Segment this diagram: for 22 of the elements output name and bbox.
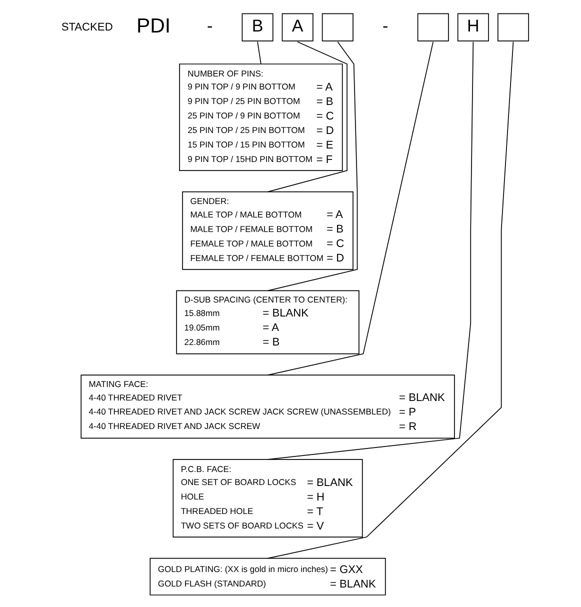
- node-box: GOLD PLATING: (XX is gold in micro inches) = GXX GOLD FLASH (STANDARD) = BLANK: [149, 558, 386, 596]
- node-box: H: [456, 13, 488, 42]
- connector: [266, 41, 474, 460]
- node-box: GENDER: MALE TOP / MALE BOTTOM = A MALE TOP / FEMALE BOTTOM = B FEMALE TOP / MALE BOTTOM = C FEMALE TOP / FEMALE BOTTOM = D: [182, 191, 353, 270]
- node-box: [496, 13, 529, 42]
- connector: [266, 41, 358, 292]
- label: -: [382, 16, 388, 36]
- node-box: [416, 13, 448, 42]
- node-box: B: [241, 13, 273, 42]
- label: STACKED: [60, 21, 112, 34]
- node-box: A: [281, 13, 313, 42]
- node-box: [321, 13, 353, 42]
- connector: [256, 41, 261, 64]
- connector: [266, 41, 347, 192]
- connector: [266, 41, 514, 559]
- node-box: D-SUB SPACING (CENTER TO CENTER): 15.88mm = BLANK 19.05mm = A 22.86mm = B: [176, 290, 359, 354]
- connector: [266, 41, 434, 376]
- node-box: MATING FACE: 4-40 THREADED RIVET = BLANK 4-40 THREADED RIVET AND JACK SCREW JACK SCREW (UNASSEMBLED) = P 4-40 THREADED RIVET AND JACK SCREW = R: [80, 374, 454, 439]
- node-box: P.C.B. FACE: ONE SET OF BOARD LOCKS = BLANK HOLE = H THREADED HOLE = T TWO SETS OF BOARD LOCKS = V: [172, 459, 362, 538]
- label: -: [206, 16, 212, 36]
- node-box: NUMBER OF PINS: 9 PIN TOP / 9 PIN BOTTOM = A 9 PIN TOP / 25 PIN BOTTOM = B 25 PIN TOP / 9 PIN BOTTOM = C 25 PIN TOP / 25 PIN BOTTOM = D 15 PIN TOP / 15 PIN BOTTOM = E 9 PIN TOP / 15HD PIN BOTTOM = F: [178, 64, 342, 171]
- label: PDI: [136, 14, 170, 38]
